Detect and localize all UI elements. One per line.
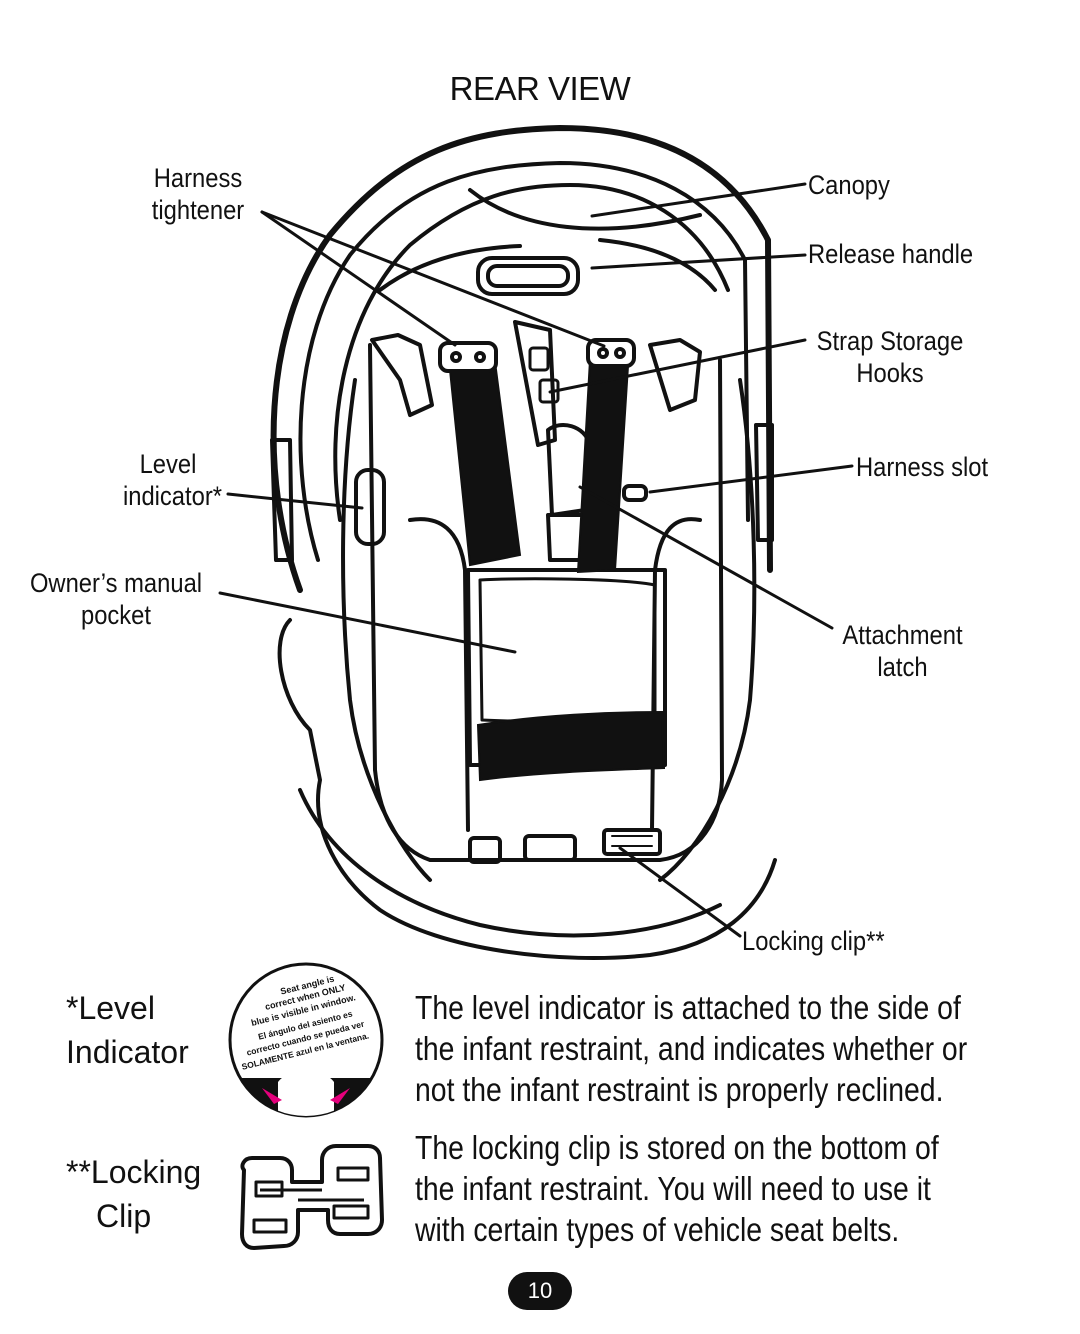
label-release-handle: Release handle	[808, 239, 974, 269]
level-indicator-sticker-image: Seat angle is correct when ONLY blue is …	[228, 962, 384, 1118]
level-indicator-heading-line1: *Level	[66, 990, 155, 1026]
page-number: 10	[508, 1272, 572, 1310]
page-title: REAR VIEW	[449, 70, 631, 107]
label-owners-manual-line2: pocket	[80, 600, 152, 630]
label-level-indicator-line1: Level	[139, 449, 197, 479]
locking-clip-text-line3: with certain types of vehicle seat belts…	[415, 1211, 900, 1248]
locking-clip-image	[240, 1144, 384, 1250]
locking-clip-heading-line1: **Locking	[66, 1154, 202, 1190]
label-level-indicator-line2: indicator*	[122, 481, 222, 511]
locking-clip-text-line1: The locking clip is stored on the bottom…	[415, 1129, 939, 1166]
label-strap-storage-line2: Hooks	[856, 358, 924, 388]
car-seat-rear-view-diagram	[218, 125, 854, 960]
label-attachment-latch-line1: Attachment	[842, 620, 963, 650]
level-indicator-heading-line2: Indicator	[66, 1034, 189, 1070]
label-owners-manual-line1: Owner’s manual	[29, 568, 203, 598]
label-attachment-latch-line2: latch	[877, 652, 928, 682]
level-indicator-text-line1: The level indicator is attached to the s…	[415, 989, 961, 1026]
label-harness-tightener-line1: Harness	[153, 163, 243, 193]
label-harness-tightener-line2: tightener	[151, 195, 245, 225]
locking-clip-heading-line2: Clip	[96, 1198, 152, 1234]
level-indicator-text-line2: the infant restraint, and indicates whet…	[415, 1030, 968, 1067]
label-canopy: Canopy	[808, 170, 890, 200]
locking-clip-text-line2: the infant restraint. You will need to u…	[415, 1170, 931, 1207]
label-strap-storage-line1: Strap Storage	[816, 326, 964, 356]
level-indicator-text-line3: not the infant restraint is properly rec…	[415, 1071, 944, 1108]
label-harness-slot: Harness slot	[856, 452, 989, 482]
label-locking-clip: Locking clip**	[742, 926, 885, 956]
